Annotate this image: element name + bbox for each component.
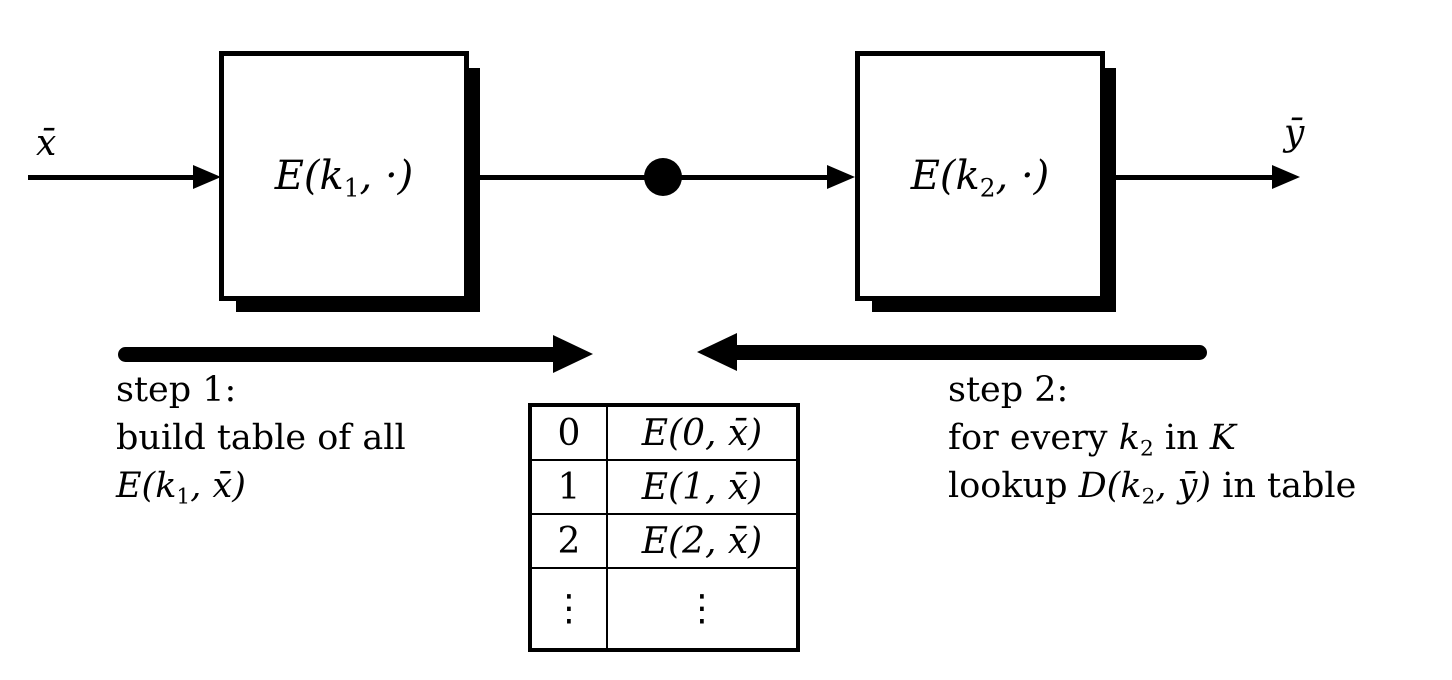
step2-line3: lookup D(k2, ȳ) in table [948,462,1356,510]
step1-text: step 1: build table of all E(k1, x̄) [116,366,406,510]
value-cell: E(2, x̄) [606,513,799,569]
box2-label-pre: E(k [910,153,980,199]
step1-arrowhead-icon [553,335,593,373]
step2-line2: for every k2 in K [948,414,1356,462]
step1-formula-sub: 1 [176,484,191,510]
step2-line2-keyspace: K [1209,418,1236,458]
middle-arrowhead-icon [827,165,855,189]
step2-line3-formula: D(k [1078,466,1142,506]
step2-text: step 2: for every k2 in K lookup D(k2, ȳ… [948,366,1356,510]
step1-title: step 1: [116,370,237,410]
key-cell: 0 [529,404,608,461]
output-arrowhead-icon [1272,165,1300,189]
box1-label-sub: 1 [343,173,360,203]
junction-dot-icon [644,158,682,196]
key-cell: 2 [529,513,608,569]
box2-label: E(k2, ·) [910,153,1050,203]
step2-line3-formula-sub: 2 [1141,484,1156,510]
step2-line2-text-c: in [1153,418,1210,458]
encryption-box-1: E(k1, ·) [219,51,469,301]
step2-line2-text-a: for every [948,418,1119,458]
output-arrow-line [1105,175,1277,180]
box2-label-post: , ·) [995,153,1050,199]
table-row: 1 E(1, x̄) [529,459,799,515]
step2-arrowhead-icon [697,333,737,371]
table-row: 0 E(0, x̄) [529,404,799,461]
step2-arrow-bar [736,345,1207,360]
step1-formula: E(k1, x̄) [116,462,406,510]
step1-line2: build table of all [116,418,406,458]
key-cell: 1 [529,459,608,515]
input-label: x̄ [36,123,57,164]
step2-title: step 2: [948,370,1069,410]
value-cell: E(1, x̄) [606,459,799,515]
encryption-box-2: E(k2, ·) [855,51,1105,301]
step2-line2-key: k [1118,418,1140,458]
output-label: ȳ [1284,113,1305,154]
step2-line2-key-sub: 2 [1139,436,1154,462]
box1-label-pre: E(k [274,153,344,199]
input-arrowhead-icon [193,165,221,189]
step1-formula-pre: E(k [116,466,177,506]
step1-formula-post: , x̄) [190,466,246,506]
lookup-table: 0 E(0, x̄) 1 E(1, x̄) 2 E(2, x̄) ⋮ ⋮ [528,403,800,652]
box2-label-sub: 2 [979,173,996,203]
step1-arrow-bar [118,347,555,362]
table-row: ⋮ ⋮ [529,567,799,651]
step2-line3-formula-post: , ȳ) [1155,466,1212,506]
box1-label-post: , ·) [359,153,414,199]
box1-label: E(k1, ·) [274,153,414,203]
step2-line3-text-a: lookup [948,466,1079,506]
value-cell: ⋮ [606,567,799,651]
key-cell: ⋮ [529,567,608,651]
step2-line3-text-d: in table [1211,466,1357,506]
table-row: 2 E(2, x̄) [529,513,799,569]
value-cell: E(0, x̄) [606,404,799,461]
input-arrow-line [28,175,200,180]
